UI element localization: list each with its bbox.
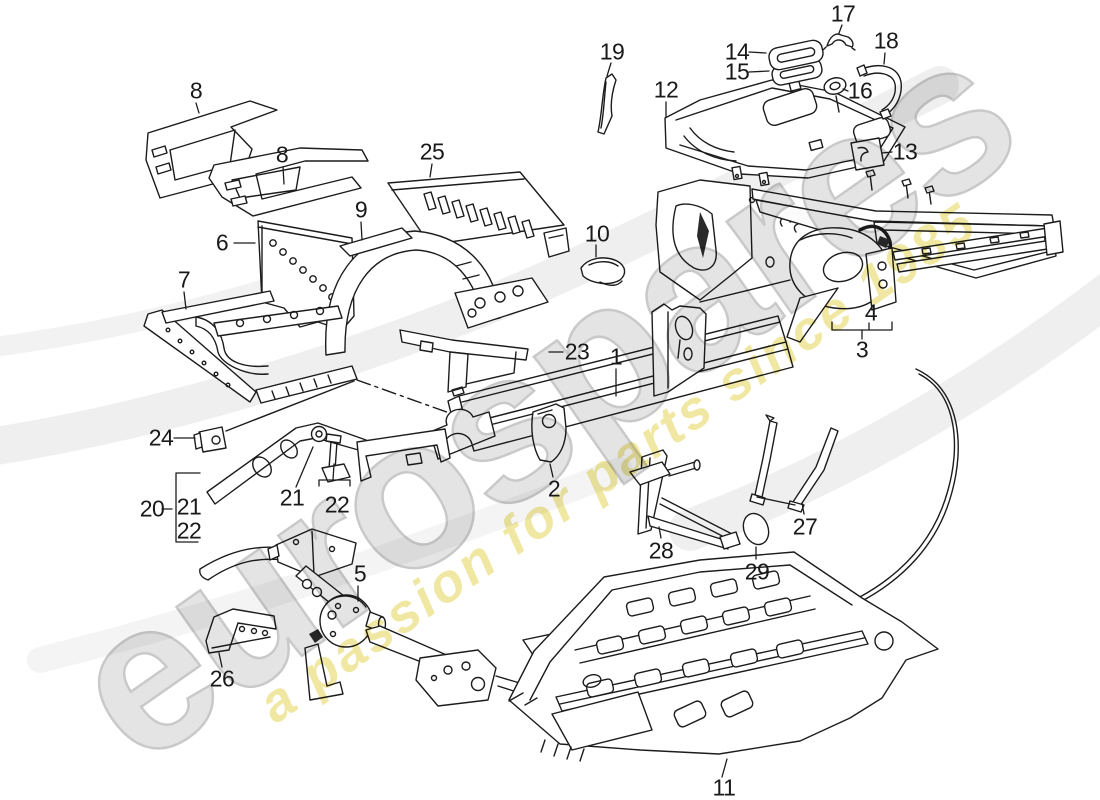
part-24-drawing [193, 380, 355, 453]
part-7-drawing [143, 290, 358, 404]
part-28-drawing [629, 449, 741, 550]
part-29-drawing [742, 512, 770, 546]
part-16-drawing [823, 77, 847, 113]
part-23-drawing [399, 329, 529, 393]
part-12-drawing [664, 79, 906, 187]
part-1-pillar-drawing [651, 303, 707, 397]
part-17-drawing [822, 33, 856, 51]
part-14-drawing [768, 39, 824, 71]
part-9-drawing [325, 227, 549, 356]
part-18-drawing [856, 64, 902, 120]
part-13-drawing [850, 137, 885, 171]
part-20-21-22-drawing [206, 422, 451, 505]
part-25-drawing [387, 171, 565, 246]
unlabeled-bracket-drawing [543, 227, 570, 258]
part-27-drawing [749, 414, 839, 513]
part-8-drawing-a [145, 100, 278, 199]
part-1-drawing [429, 315, 794, 460]
part-8-drawing-b [208, 147, 369, 217]
part-19-drawing [597, 73, 617, 135]
callout-leader-lines [161, 24, 893, 778]
part-3-4-frame-drawing [655, 169, 1064, 343]
axis-dash-dot-line [356, 379, 498, 431]
part-26-drawing [205, 608, 277, 654]
part-11-drawing [508, 368, 959, 762]
part-10-drawing [580, 257, 626, 286]
part-2-drawing [531, 403, 567, 463]
